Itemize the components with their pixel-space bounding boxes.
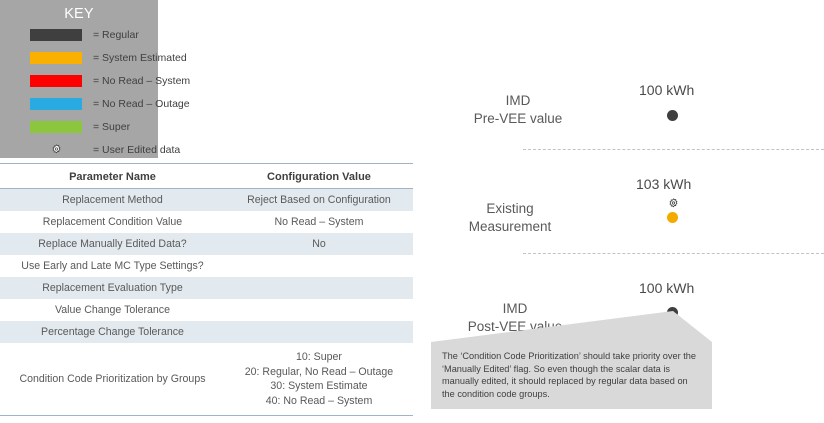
panel-label-existing-measurement: Existing Measurement <box>468 201 552 234</box>
column-header-parameter-name: Parameter Name <box>0 166 225 189</box>
key-item-regular: = Regular <box>30 25 158 45</box>
key-item-label: = No Read – Outage <box>93 97 190 110</box>
cell-configuration-value <box>224 299 413 321</box>
cell-configuration-value <box>224 277 413 299</box>
panel-label-imd-pre-vee: IMD Pre-VEE value <box>473 93 563 126</box>
table-row: Replace Manually Edited Data? No <box>0 233 413 255</box>
column-header-configuration-value: Configuration Value <box>224 166 413 189</box>
gear-icon <box>668 198 679 209</box>
swatch-super-icon <box>30 120 82 133</box>
key-title: KEY <box>64 6 94 22</box>
section-divider-2 <box>523 253 824 254</box>
table-header-row: Parameter Name Configuration Value <box>0 166 413 189</box>
cell-parameter-name: Use Early and Late MC Type Settings? <box>0 255 225 277</box>
cell-parameter-name: Percentage Change Tolerance <box>0 321 225 343</box>
cell-parameter-name: Replacement Method <box>0 188 225 211</box>
table-row: Value Change Tolerance <box>0 299 413 321</box>
table-top-rule <box>0 163 413 166</box>
value-label-pre-vee: 100 kWh <box>639 82 695 98</box>
callout-box: The ‘Condition Code Prioritization’ shou… <box>431 342 712 410</box>
cell-configuration-value: Reject Based on Configuration <box>224 188 413 211</box>
cell-parameter-name: Condition Code Prioritization by Groups <box>0 343 225 416</box>
callout-group: The ‘Condition Code Prioritization’ shou… <box>418 281 824 423</box>
cell-parameter-name: Value Change Tolerance <box>0 299 225 321</box>
key-item-super: = Super <box>30 117 158 137</box>
key-item-label: = Regular <box>93 28 139 41</box>
cell-configuration-value: No <box>224 233 413 255</box>
table-row: Use Early and Late MC Type Settings? <box>0 255 413 277</box>
key-legend-panel: KEY = Regular = System Estimated = No Re… <box>0 0 190 160</box>
vee-flow-diagram: IMD Pre-VEE value 100 kWh Existing Measu… <box>418 0 824 423</box>
swatch-system-estimated-icon <box>30 51 82 64</box>
cell-parameter-name: Replacement Condition Value <box>0 211 225 233</box>
key-item-label: = No Read – System <box>93 74 191 87</box>
key-item-label: = System Estimated <box>93 51 187 64</box>
key-item-label: = Super <box>93 120 131 133</box>
table-row: Percentage Change Tolerance <box>0 321 413 343</box>
cell-parameter-name: Replacement Evaluation Type <box>0 277 225 299</box>
marker-dot-existing <box>667 212 678 223</box>
key-item-no-read-system: = No Read – System <box>30 71 190 91</box>
gear-icon <box>51 144 62 155</box>
key-item-system-estimated: = System Estimated <box>30 48 187 68</box>
table-row: Replacement Condition Value No Read – Sy… <box>0 211 413 233</box>
key-item-label: = User Edited data <box>93 143 181 156</box>
cell-configuration-value <box>224 255 413 277</box>
cell-configuration-value: No Read – System <box>224 211 413 233</box>
table-row: Condition Code Prioritization by Groups … <box>0 343 413 416</box>
configuration-parameter-table: Parameter Name Configuration Value Repla… <box>0 163 413 416</box>
value-label-existing: 103 kWh <box>636 176 692 192</box>
cell-configuration-value <box>224 321 413 343</box>
swatch-no-read-outage-icon <box>30 97 82 110</box>
swatch-regular-icon <box>30 28 82 41</box>
key-item-no-read-outage: = No Read – Outage <box>30 94 190 114</box>
swatch-no-read-system-icon <box>30 74 82 87</box>
section-divider-1 <box>523 149 824 150</box>
key-item-user-edited: = User Edited data <box>30 140 180 160</box>
callout-text: The ‘Condition Code Prioritization’ shou… <box>442 351 696 399</box>
cell-configuration-value: 10: Super 20: Regular, No Read – Outage … <box>224 343 413 416</box>
value-label-post-vee: 100 kWh <box>639 280 695 296</box>
table-row: Replacement Evaluation Type <box>0 277 413 299</box>
table-row: Replacement Method Reject Based on Confi… <box>0 188 413 211</box>
marker-dot-pre-vee <box>667 110 678 121</box>
cell-parameter-name: Replace Manually Edited Data? <box>0 233 225 255</box>
